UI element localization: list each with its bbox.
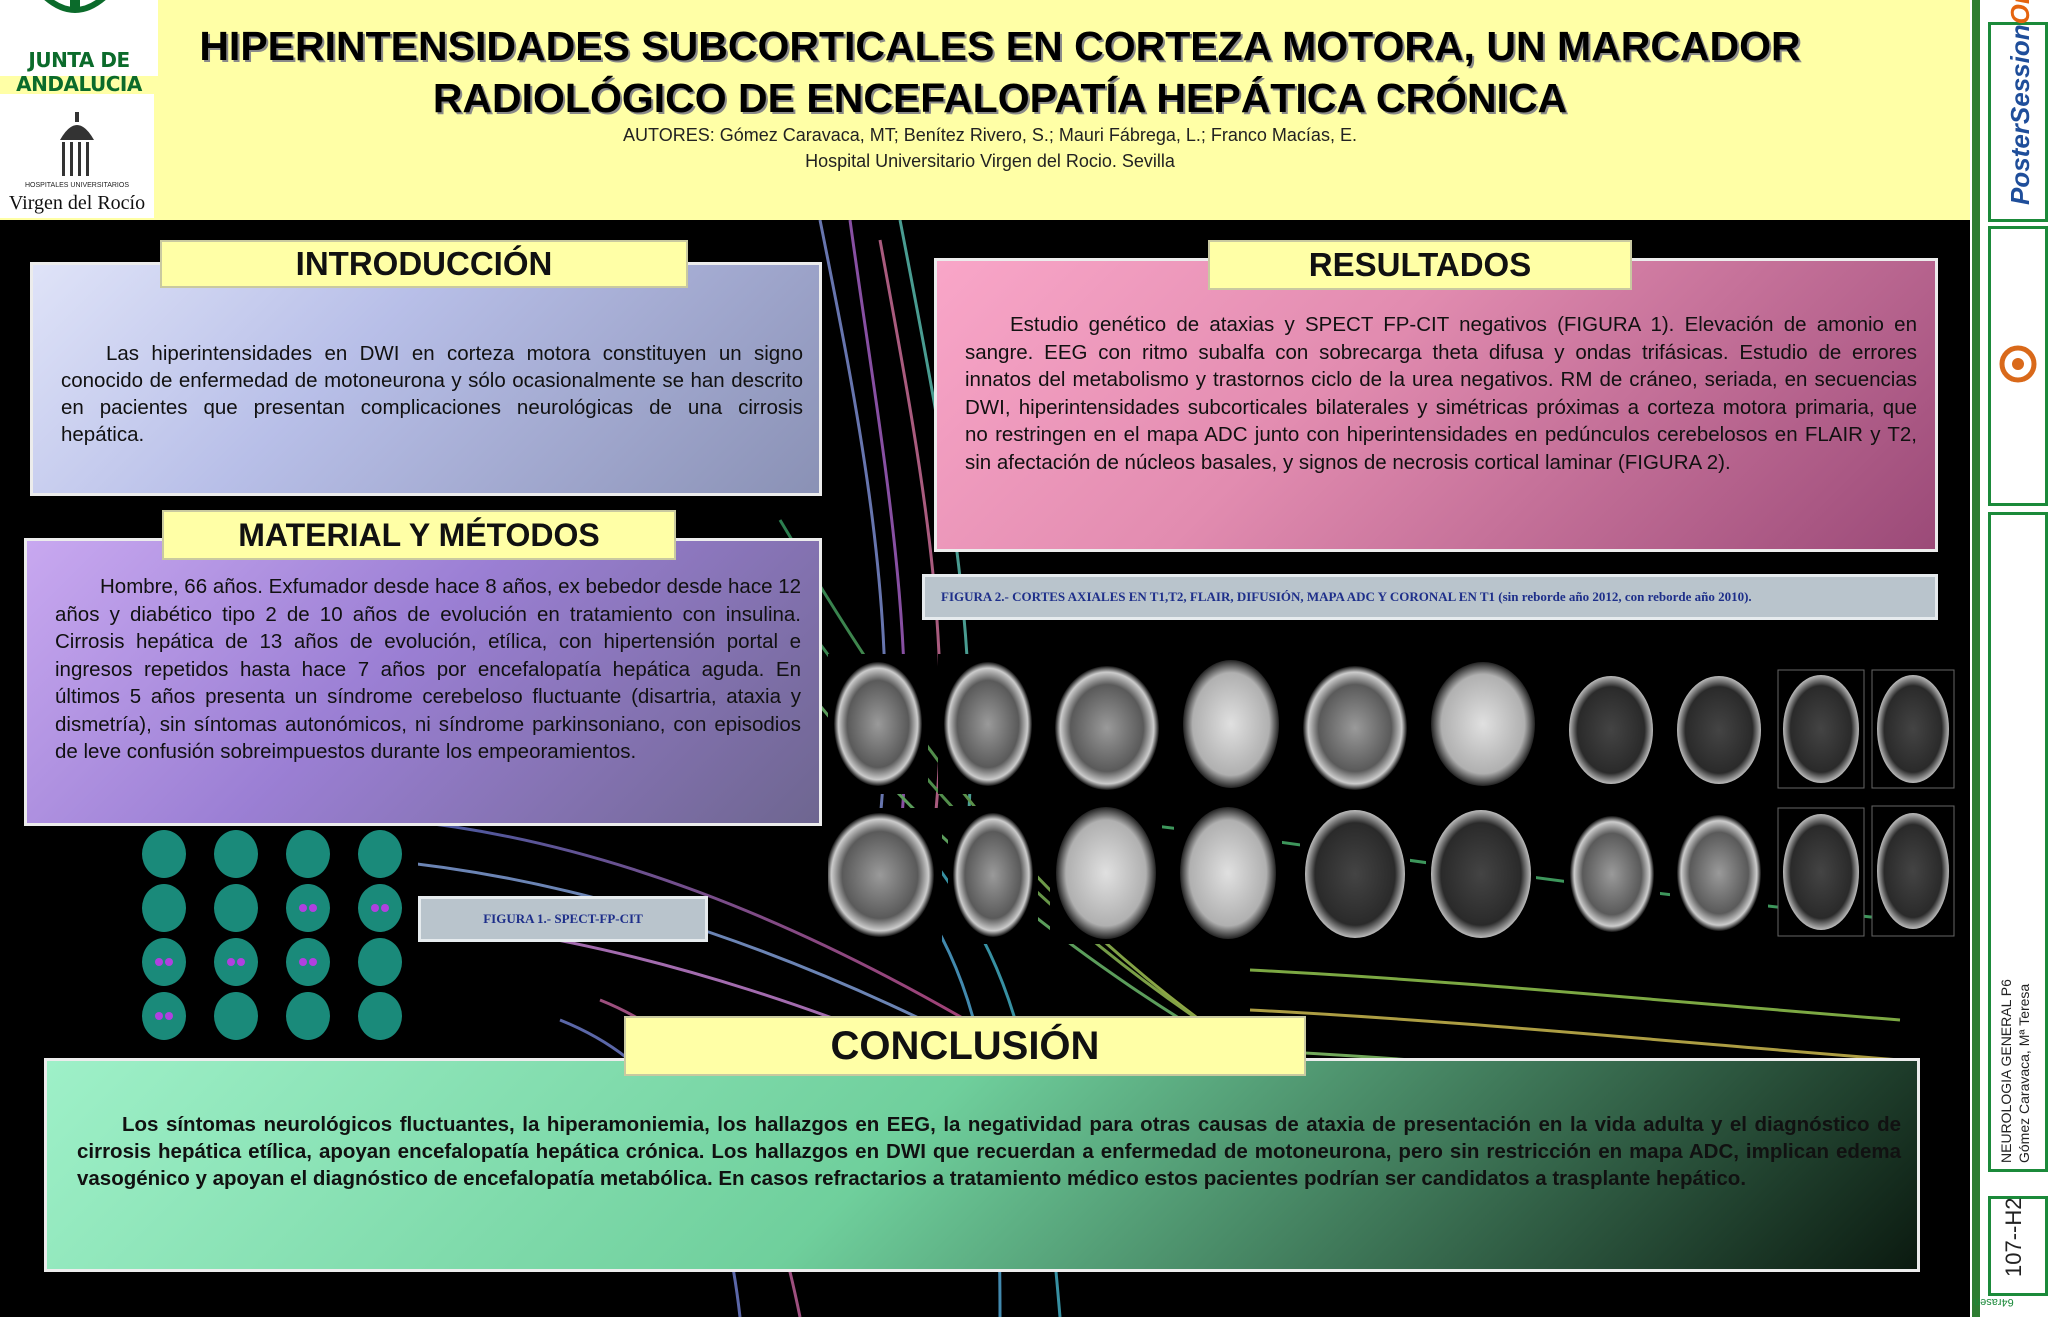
poster-session-logo: PosterSessionOnline: [1988, 0, 2048, 222]
session-category: NEUROLOGIA GENERAL P6: [1998, 979, 2014, 1163]
conclusion-heading: CONCLUSIÓN: [624, 1016, 1306, 1076]
virgen-rocio-logo: HOSPITALES UNIVERSITARIOS Virgen del Roc…: [0, 94, 154, 218]
junta-andalucia-logo: JUNTA DE ANDALUCIA: [0, 0, 158, 96]
conclusion-text: Los síntomas neurológicos fluctuantes, l…: [77, 1113, 1901, 1190]
mri-row-bottom: [828, 802, 1955, 944]
resultados-heading: RESULTADOS: [1208, 240, 1632, 290]
title-line-2: RADIOLÓGICO DE ENCEFALOPATÍA HEPÁTICA CR…: [432, 75, 1568, 121]
hospital-dome-icon: [60, 112, 94, 176]
material-heading: MATERIAL Y MÉTODOS: [162, 510, 676, 560]
material-panel: Hombre, 66 años. Exfumador desde hace 8 …: [24, 538, 822, 826]
brand-online: Online: [2005, 0, 2035, 24]
spect-figure: [128, 826, 418, 1046]
session-info-text: NEUROLOGIA GENERAL P6 Gómez Caravaca, Mª…: [1997, 979, 2033, 1163]
junta-emblem-icon: [44, 0, 106, 13]
side-strip: PosterSessionOnline NEUROLOGIA GENERAL P…: [1970, 0, 2048, 1317]
junta-logo-text: JUNTA DE ANDALUCIA: [16, 48, 142, 96]
session-author: Gómez Caravaca, Mª Teresa: [2016, 983, 2032, 1163]
society-logo-icon: [1999, 345, 2037, 383]
hospital-logo-name: Virgen del Rocío: [8, 192, 146, 214]
poster-title: HIPERINTENSIDADES SUBCORTICALES EN CORTE…: [160, 20, 1840, 124]
mri-row-top: [828, 648, 1955, 794]
resultados-text: Estudio genético de ataxias y SPECT FP-C…: [965, 313, 1917, 474]
affiliation: Hospital Universitario Virgen del Rocio.…: [805, 151, 1175, 171]
session-info-box: NEUROLOGIA GENERAL P6 Gómez Caravaca, Mª…: [1988, 512, 2048, 1172]
introduccion-panel: Las hiperintensidades en DWI en corteza …: [30, 262, 822, 496]
figura1-caption: FIGURA 1.- SPECT-FP-CIT: [418, 896, 708, 942]
strip-footer: 64rasen: [1974, 1296, 2014, 1308]
side-green-line: [1972, 0, 1980, 1317]
brand-session: Session: [2005, 24, 2035, 125]
poster-code: 107--H2: [2001, 1197, 2026, 1277]
brand-poster: Poster: [2005, 124, 2035, 205]
poster-header: JUNTA DE ANDALUCIA HOSPITALES UNIVERSITA…: [0, 0, 1970, 220]
resultados-panel: Estudio genético de ataxias y SPECT FP-C…: [934, 258, 1938, 552]
introduccion-text: Las hiperintensidades en DWI en corteza …: [61, 342, 803, 446]
material-text: Hombre, 66 años. Exfumador desde hace 8 …: [55, 575, 801, 763]
figura2-caption: FIGURA 2.- CORTES AXIALES EN T1,T2, FLAI…: [922, 574, 1938, 620]
poster-session-brand: PosterSessionOnline: [2005, 0, 2036, 205]
hospital-logo-subtitle: HOSPITALES UNIVERSITARIOS: [25, 182, 129, 189]
poster-code-box: 107--H2: [1988, 1196, 2048, 1296]
introduccion-heading: INTRODUCCIÓN: [160, 240, 688, 288]
title-line-1: HIPERINTENSIDADES SUBCORTICALES EN CORTE…: [199, 23, 1801, 69]
authors: AUTORES: Gómez Caravaca, MT; Benítez Riv…: [623, 125, 1357, 145]
conclusion-panel: Los síntomas neurológicos fluctuantes, l…: [44, 1058, 1920, 1272]
society-logo-box: [1988, 226, 2048, 506]
